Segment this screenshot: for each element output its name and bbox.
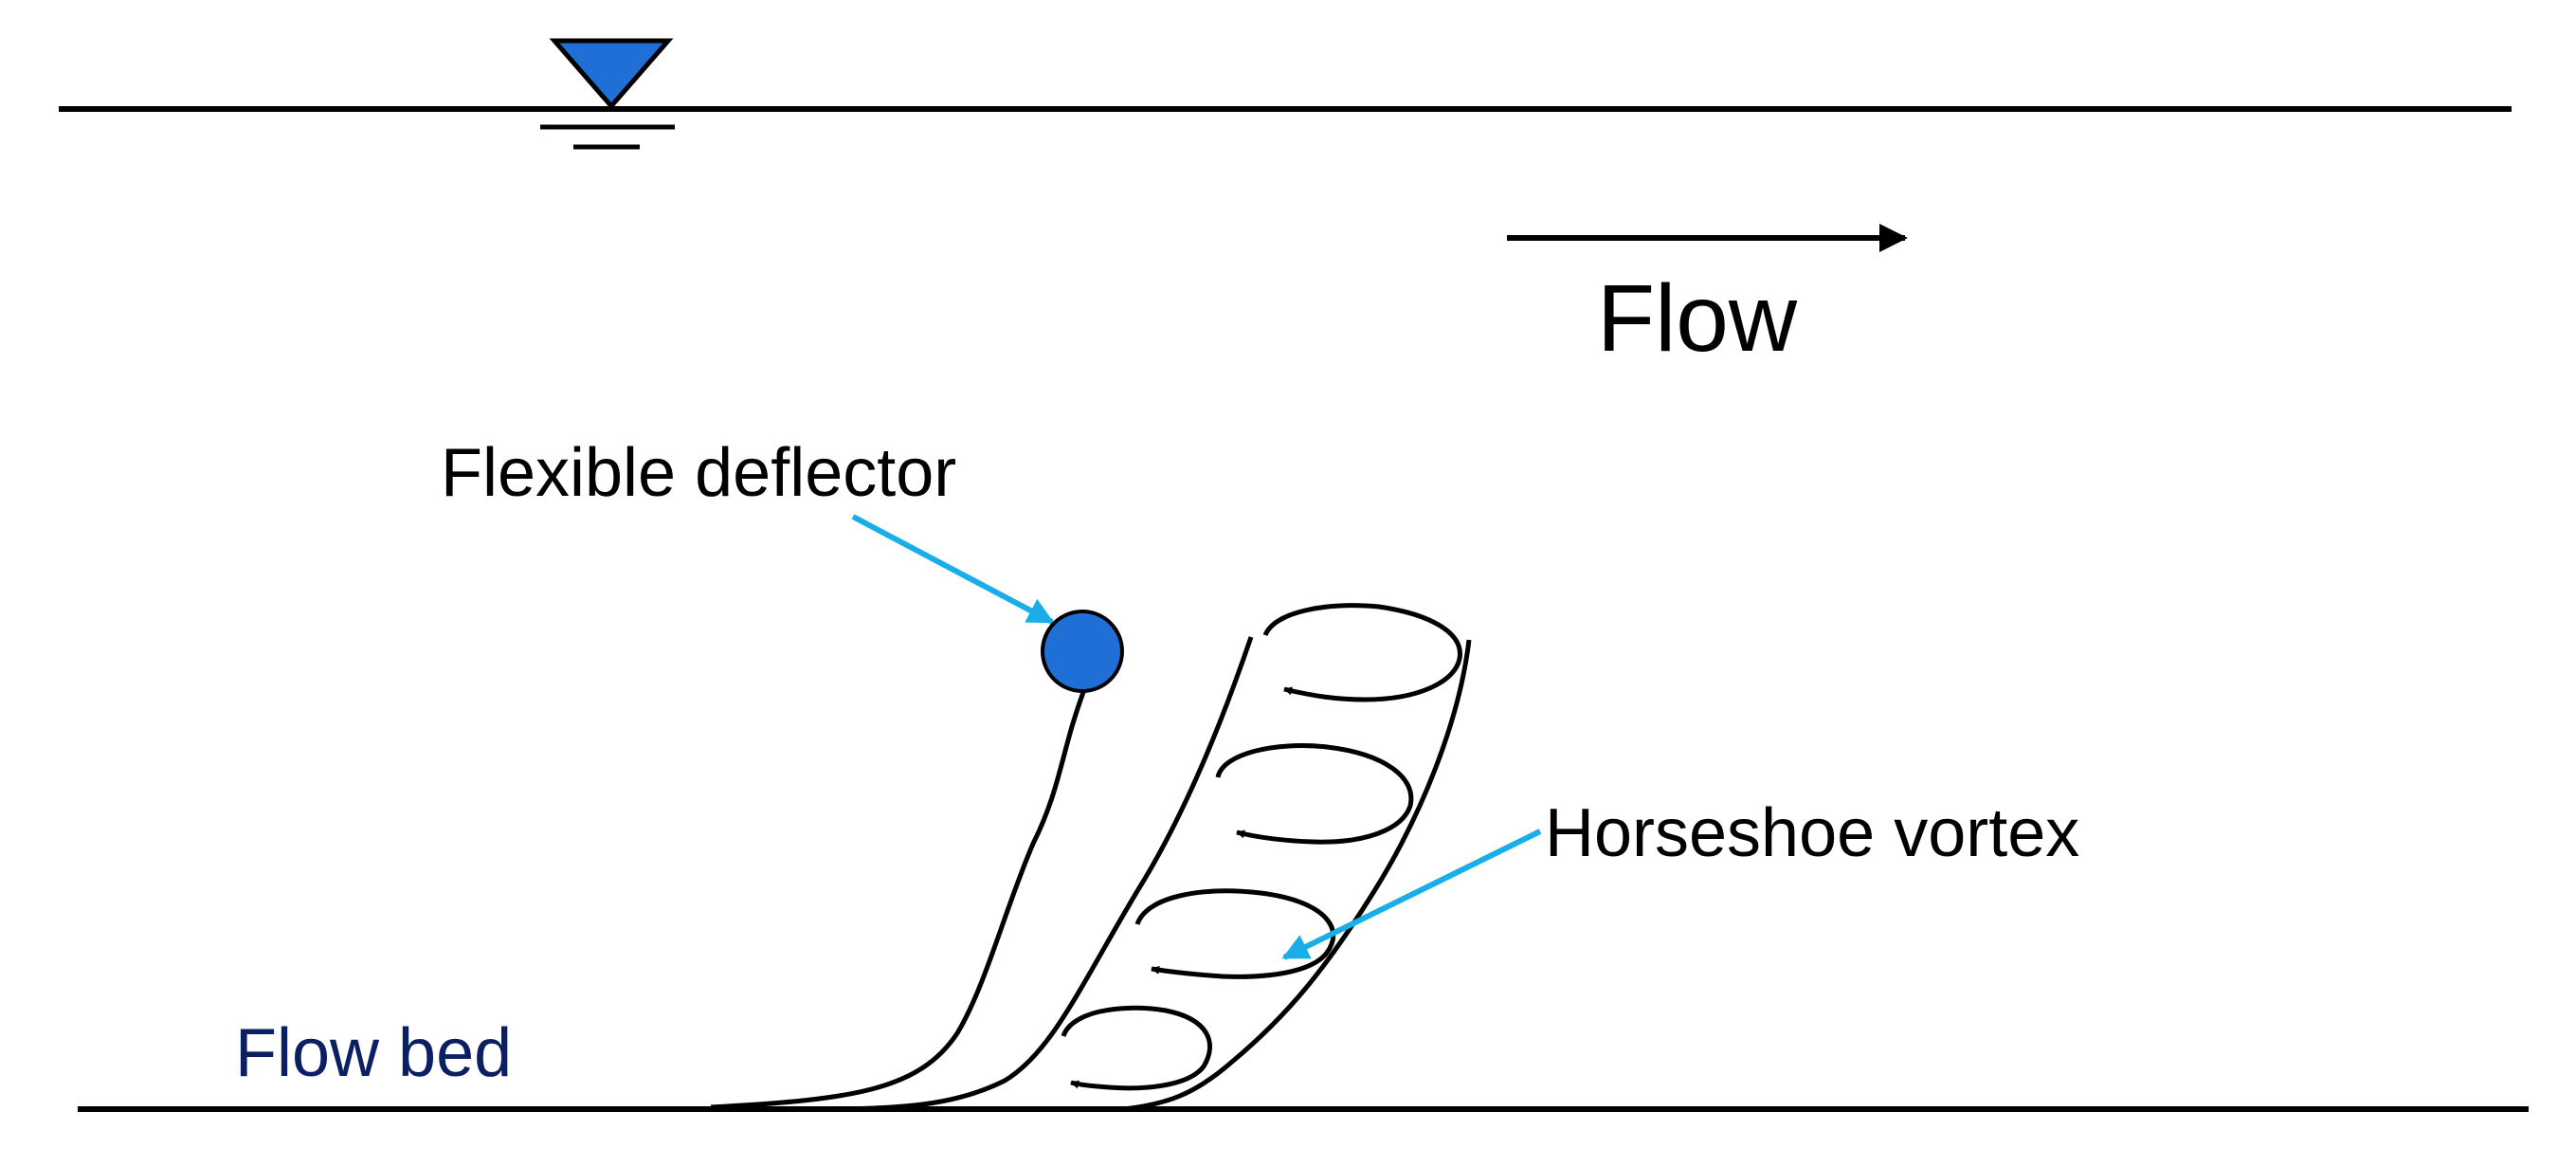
vortex-ring-2 xyxy=(1215,743,1414,845)
deflector-pointer-arrow xyxy=(851,514,1055,625)
deflector-stem xyxy=(710,686,1088,1110)
flow-label: Flow xyxy=(1597,265,1798,372)
deflector-tip xyxy=(1041,610,1124,693)
vortex-ring-4 xyxy=(1061,1005,1212,1091)
vortex-ring-1 xyxy=(1262,603,1462,702)
horseshoe-vortex-label: Horseshoe vortex xyxy=(1545,795,2079,871)
vortex-ring-3 xyxy=(1134,888,1336,979)
flow-bed-label: Flow bed xyxy=(235,1015,512,1091)
vortex-tube-right-edge xyxy=(1122,639,1472,1112)
vortex-tube-left-edge xyxy=(847,636,1254,1112)
water-level-icon xyxy=(540,38,675,150)
vortex-pointer-arrow xyxy=(1281,829,1542,960)
flexible-deflector-label: Flexible deflector xyxy=(441,435,956,511)
